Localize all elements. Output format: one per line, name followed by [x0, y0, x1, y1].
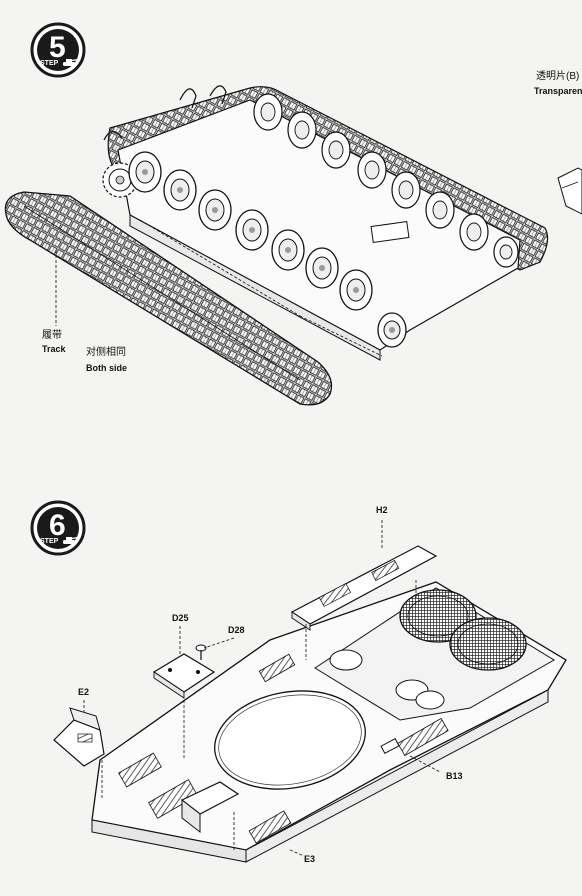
track-label-en: Track — [42, 344, 66, 354]
both-side-label-en: Both side — [86, 363, 128, 373]
part-label-d28: D28 — [228, 625, 245, 635]
part-label-d25: D25 — [172, 613, 189, 623]
step6-number: 6 — [49, 509, 66, 542]
part-label-h2: H2 — [376, 505, 388, 515]
step6-label: STEP — [40, 538, 59, 545]
step5-label: STEP — [40, 60, 59, 67]
deck-vents — [118, 653, 449, 844]
part-e2 — [53, 707, 105, 767]
part-d25 — [152, 653, 216, 699]
step5-transparent-part-partial — [557, 167, 582, 215]
track-label-cn: 履带 — [42, 330, 62, 341]
step6-leader-lines — [83, 520, 441, 857]
step5-badge — [30, 22, 86, 78]
part-label-e3: E3 — [304, 854, 316, 864]
tank-silhouette-icon — [63, 58, 79, 66]
step6-upper-hull — [91, 581, 567, 863]
hull-hatch-plate — [370, 221, 410, 243]
deck-detail-box — [180, 781, 240, 834]
part-b13 — [380, 738, 400, 754]
tank-silhouette-icon — [63, 536, 79, 544]
step5-rear-wheels — [253, 93, 519, 268]
part-label-e2: E2 — [78, 687, 90, 697]
turret-ring — [214, 690, 366, 790]
step5-front-wheels — [128, 151, 407, 348]
part-h2 — [290, 545, 438, 631]
part-d28 — [195, 644, 207, 660]
transparent-label-cn: 透明片(B) — [536, 71, 580, 82]
step5-number: 5 — [49, 31, 66, 64]
transparent-label-en: Transparent — [534, 86, 582, 96]
deck-hatches — [329, 649, 445, 710]
fan-grille-right — [449, 617, 527, 671]
step6-badge — [30, 500, 86, 556]
step5-leader-lines — [55, 219, 383, 357]
turret-ring-inner — [218, 694, 362, 786]
step5-track-front — [4, 191, 333, 406]
part-label-b13: B13 — [446, 771, 463, 781]
both-side-label-cn: 对侧相同 — [86, 347, 126, 358]
